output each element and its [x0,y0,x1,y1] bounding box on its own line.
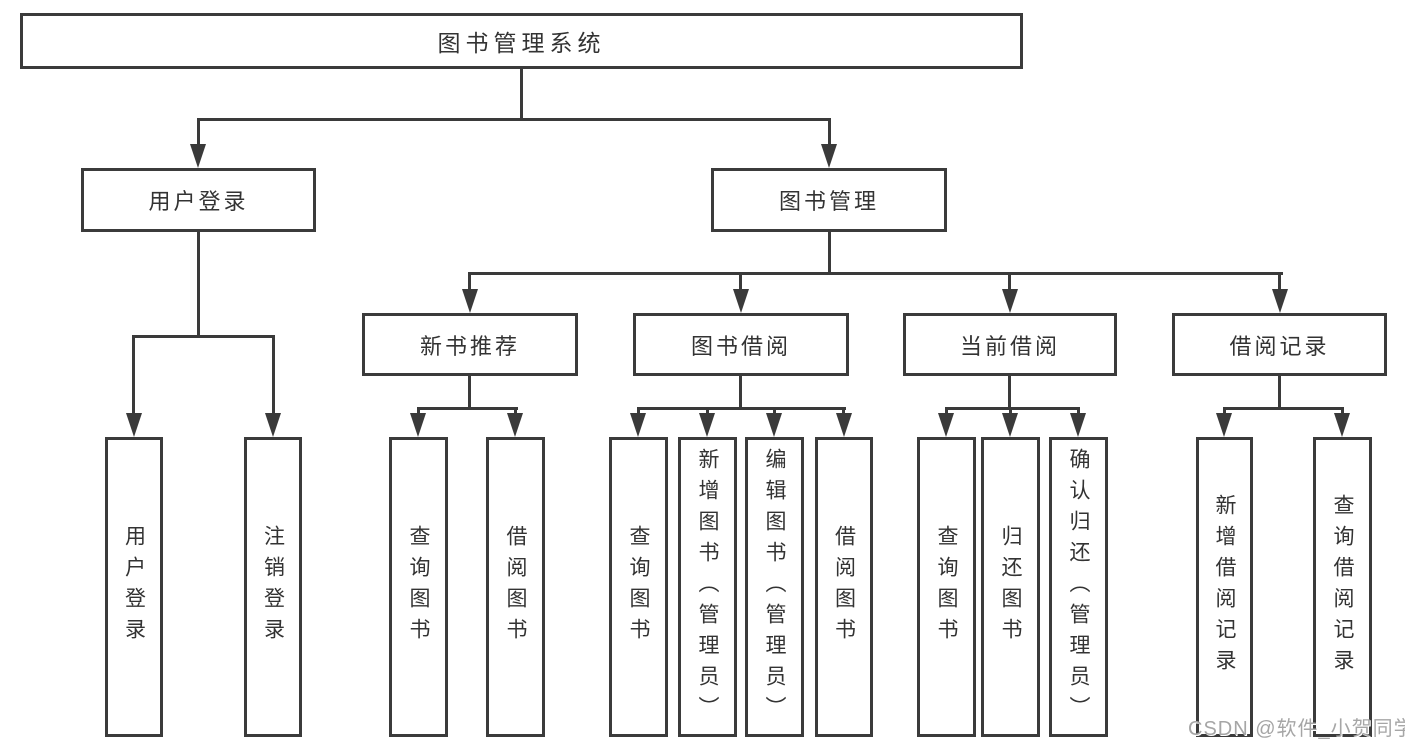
leaf-edit-books-admin: 编辑图书（管理员） [745,437,804,737]
leaf-add-books-admin: 新增图书（管理员） [678,437,737,737]
connector-line [637,407,640,415]
connector-line [1008,376,1011,407]
connector-line [197,232,200,335]
arrowhead-down-icon [126,413,142,437]
connector-line [417,407,420,415]
connector-line [945,407,948,415]
connector-line [828,118,831,146]
node-book-borrowing: 图书借阅 [633,313,849,376]
arrowhead-down-icon [265,413,281,437]
leaf-query-books-borrowing: 查询图书 [609,437,668,737]
leaf-logout: 注销登录 [244,437,302,737]
connector-line [468,272,1283,275]
node-label: 图书借阅 [690,333,791,359]
leaf-query-books-recommend: 查询图书 [389,437,448,737]
connector-line [1223,407,1226,415]
connector-line [514,407,517,415]
node-label: 当前借阅 [959,333,1060,359]
node-label: 图书管理系统 [437,30,606,56]
connector-line [828,232,831,272]
connector-line [468,272,471,289]
connector-line [468,376,471,407]
arrowhead-down-icon [410,413,426,437]
arrowhead-down-icon [507,413,523,437]
node-label: 用户登录 [148,189,249,214]
connector-line [945,407,1080,410]
connector-line [132,335,275,338]
connector-line [773,407,776,415]
node-label: 借阅记录 [1229,333,1330,359]
arrowhead-down-icon [190,144,206,168]
arrowhead-down-icon [938,413,954,437]
node-current-borrowing: 当前借阅 [903,313,1117,376]
node-label: 查询借阅记录 [1331,494,1354,680]
connector-line [1008,272,1011,289]
node-book-management: 图书管理 [711,168,947,232]
connector-line [417,407,518,410]
node-label: 编辑图书（管理员） [763,447,786,727]
connector-line [739,272,742,289]
node-label: 新增图书（管理员） [696,447,719,727]
connector-line [842,407,845,415]
node-label: 归还图书 [999,525,1022,649]
arrowhead-down-icon [836,413,852,437]
node-label: 确认归还（管理员） [1067,447,1090,727]
connector-line [272,335,275,414]
node-new-book-recommend: 新书推荐 [362,313,578,376]
connector-line [197,118,831,121]
node-label: 图书管理 [778,189,879,214]
node-label: 查询图书 [935,525,958,649]
leaf-add-borrow-record: 新增借阅记录 [1196,437,1253,737]
connector-line [1278,272,1281,289]
arrowhead-down-icon [766,413,782,437]
node-label: 注销登录 [261,525,285,649]
arrowhead-down-icon [1002,413,1018,437]
connector-line [520,69,523,118]
connector-line [1341,407,1344,415]
leaf-query-borrow-record: 查询借阅记录 [1313,437,1372,737]
leaf-query-books-current: 查询图书 [917,437,976,737]
arrowhead-down-icon [733,289,749,313]
connector-line [132,335,135,414]
node-label: 查询图书 [407,525,430,649]
arrowhead-down-icon [462,289,478,313]
arrowhead-down-icon [630,413,646,437]
arrowhead-down-icon [699,413,715,437]
csdn-watermark: CSDN @软件_小贺同学 [1188,718,1405,740]
node-label: 查询图书 [627,525,650,649]
leaf-borrow-books: 借阅图书 [815,437,873,737]
node-borrowing-records: 借阅记录 [1172,313,1387,376]
connector-line [1009,407,1012,415]
arrowhead-down-icon [1070,413,1086,437]
node-label: 借阅图书 [504,525,527,649]
connector-line [1278,376,1281,407]
leaf-confirm-return-admin: 确认归还（管理员） [1049,437,1108,737]
leaf-return-books: 归还图书 [981,437,1040,737]
leaf-borrow-books-recommend: 借阅图书 [486,437,545,737]
node-label: 新书推荐 [419,333,520,359]
connector-line [1223,407,1344,410]
connector-line [197,118,200,146]
node-library-management-system: 图书管理系统 [20,13,1023,69]
arrowhead-down-icon [1272,289,1288,313]
connector-line [1077,407,1080,415]
connector-line [706,407,709,415]
node-label: 用户登录 [122,525,146,649]
node-user-login: 用户登录 [81,168,316,232]
connector-line [739,376,742,407]
node-label: 借阅图书 [832,525,856,649]
arrowhead-down-icon [1334,413,1350,437]
arrowhead-down-icon [1216,413,1232,437]
node-label: 新增借阅记录 [1213,494,1236,680]
leaf-user-login: 用户登录 [105,437,163,737]
connector-line [637,407,846,410]
arrowhead-down-icon [821,144,837,168]
arrowhead-down-icon [1002,289,1018,313]
